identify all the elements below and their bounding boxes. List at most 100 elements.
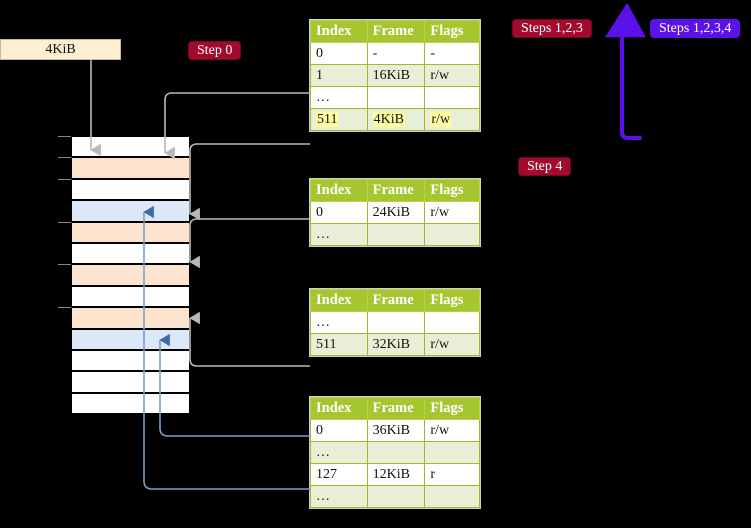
column-header-index: Index	[310, 20, 368, 43]
cell-frame	[366, 441, 426, 464]
memory-row	[71, 285, 190, 308]
arrow-steps-bracket	[604, 2, 646, 140]
memory-row	[71, 136, 190, 158]
column-header-frame: Frame	[366, 179, 426, 202]
cell-index: 1	[310, 64, 368, 87]
badge-steps-123: Steps 1,2,3	[512, 19, 592, 38]
highlighted-value: 4KiB	[372, 111, 405, 127]
badge-step-4-label: Step 4	[527, 158, 563, 174]
cell-flags	[424, 441, 480, 464]
cell-flags: -	[424, 42, 480, 65]
column-header-index: Index	[310, 289, 368, 312]
cell-frame: 4KiB	[366, 108, 426, 131]
memory-row-tick	[58, 136, 71, 137]
column-header-flags: Flags	[424, 289, 480, 312]
table-row: …	[310, 86, 480, 109]
column-header-frame: Frame	[366, 20, 426, 43]
memory-row-tick	[58, 307, 71, 309]
cell-frame	[366, 485, 426, 508]
cell-index: 0	[310, 419, 368, 442]
badge-step-4: Step 4	[518, 157, 572, 176]
cell-frame	[366, 223, 426, 246]
frame-size-label: 4KiB	[45, 41, 76, 57]
cell-frame	[366, 311, 426, 334]
badge-step-0: Step 0	[188, 41, 242, 60]
memory-row	[71, 350, 190, 372]
memory-row	[71, 307, 190, 329]
wire-t2r0-to-mem	[189, 218, 310, 269]
cell-flags	[424, 311, 480, 334]
badge-steps-1234: Steps 1,2,3,4	[650, 19, 741, 38]
highlighted-value: 511	[316, 111, 339, 127]
cell-index: 0	[310, 42, 368, 65]
cell-frame: 12KiB	[366, 463, 426, 486]
badge-step-0-label: Step 0	[197, 42, 233, 58]
cell-index: 511	[310, 333, 368, 356]
wire-t1r511-to-mem	[189, 143, 310, 221]
cell-flags: r	[424, 463, 480, 486]
table-row: …	[310, 441, 480, 464]
memory-row-tick	[58, 264, 71, 266]
cell-flags: r/w	[424, 64, 480, 87]
wire-t3r511-to-mem	[189, 311, 310, 367]
badge-steps-1234-label: Steps 1,2,3,4	[659, 20, 732, 36]
column-header-flags: Flags	[424, 20, 480, 43]
cell-frame	[366, 86, 426, 109]
memory-row-tick	[58, 157, 71, 159]
memory-row	[71, 243, 190, 265]
memory-row	[71, 264, 190, 286]
memory-row	[71, 200, 190, 222]
table-row: …	[310, 223, 480, 246]
cell-flags	[424, 86, 480, 109]
memory-row	[71, 157, 190, 179]
highlighted-value: r/w	[430, 111, 452, 127]
column-header-frame: Frame	[366, 397, 426, 420]
cell-frame: 36KiB	[366, 419, 426, 442]
memory-row	[71, 371, 190, 393]
table-row: …	[310, 485, 480, 508]
cell-index: …	[310, 86, 368, 109]
cell-frame: -	[366, 42, 426, 65]
cell-frame: 24KiB	[366, 201, 426, 224]
cell-flags: r/w	[424, 108, 480, 131]
cell-frame: 16KiB	[366, 64, 426, 87]
cell-flags	[424, 485, 480, 508]
memory-row-tick	[58, 221, 71, 223]
cell-flags: r/w	[424, 333, 480, 356]
column-header-index: Index	[310, 397, 368, 420]
memory-row-tick	[58, 178, 71, 180]
column-header-flags: Flags	[424, 179, 480, 202]
cell-flags	[424, 223, 480, 246]
memory-row	[71, 392, 190, 415]
cell-index: …	[310, 311, 368, 334]
table-row: …	[310, 311, 480, 334]
memory-row	[71, 328, 190, 350]
table-row: 0--	[310, 42, 480, 65]
memory-row	[71, 178, 190, 201]
cell-index: …	[310, 441, 368, 464]
frame-size-box: 4KiB	[0, 39, 121, 60]
column-header-index: Index	[310, 179, 368, 202]
cell-frame: 32KiB	[366, 333, 426, 356]
column-header-flags: Flags	[424, 397, 480, 420]
table-row: 511 4KiB r/w	[310, 108, 480, 131]
badge-steps-123-label: Steps 1,2,3	[521, 20, 583, 36]
cell-index: 127	[310, 463, 368, 486]
cell-index: 511	[310, 108, 368, 131]
cell-index: …	[310, 223, 368, 246]
physical-memory-column	[58, 136, 190, 415]
